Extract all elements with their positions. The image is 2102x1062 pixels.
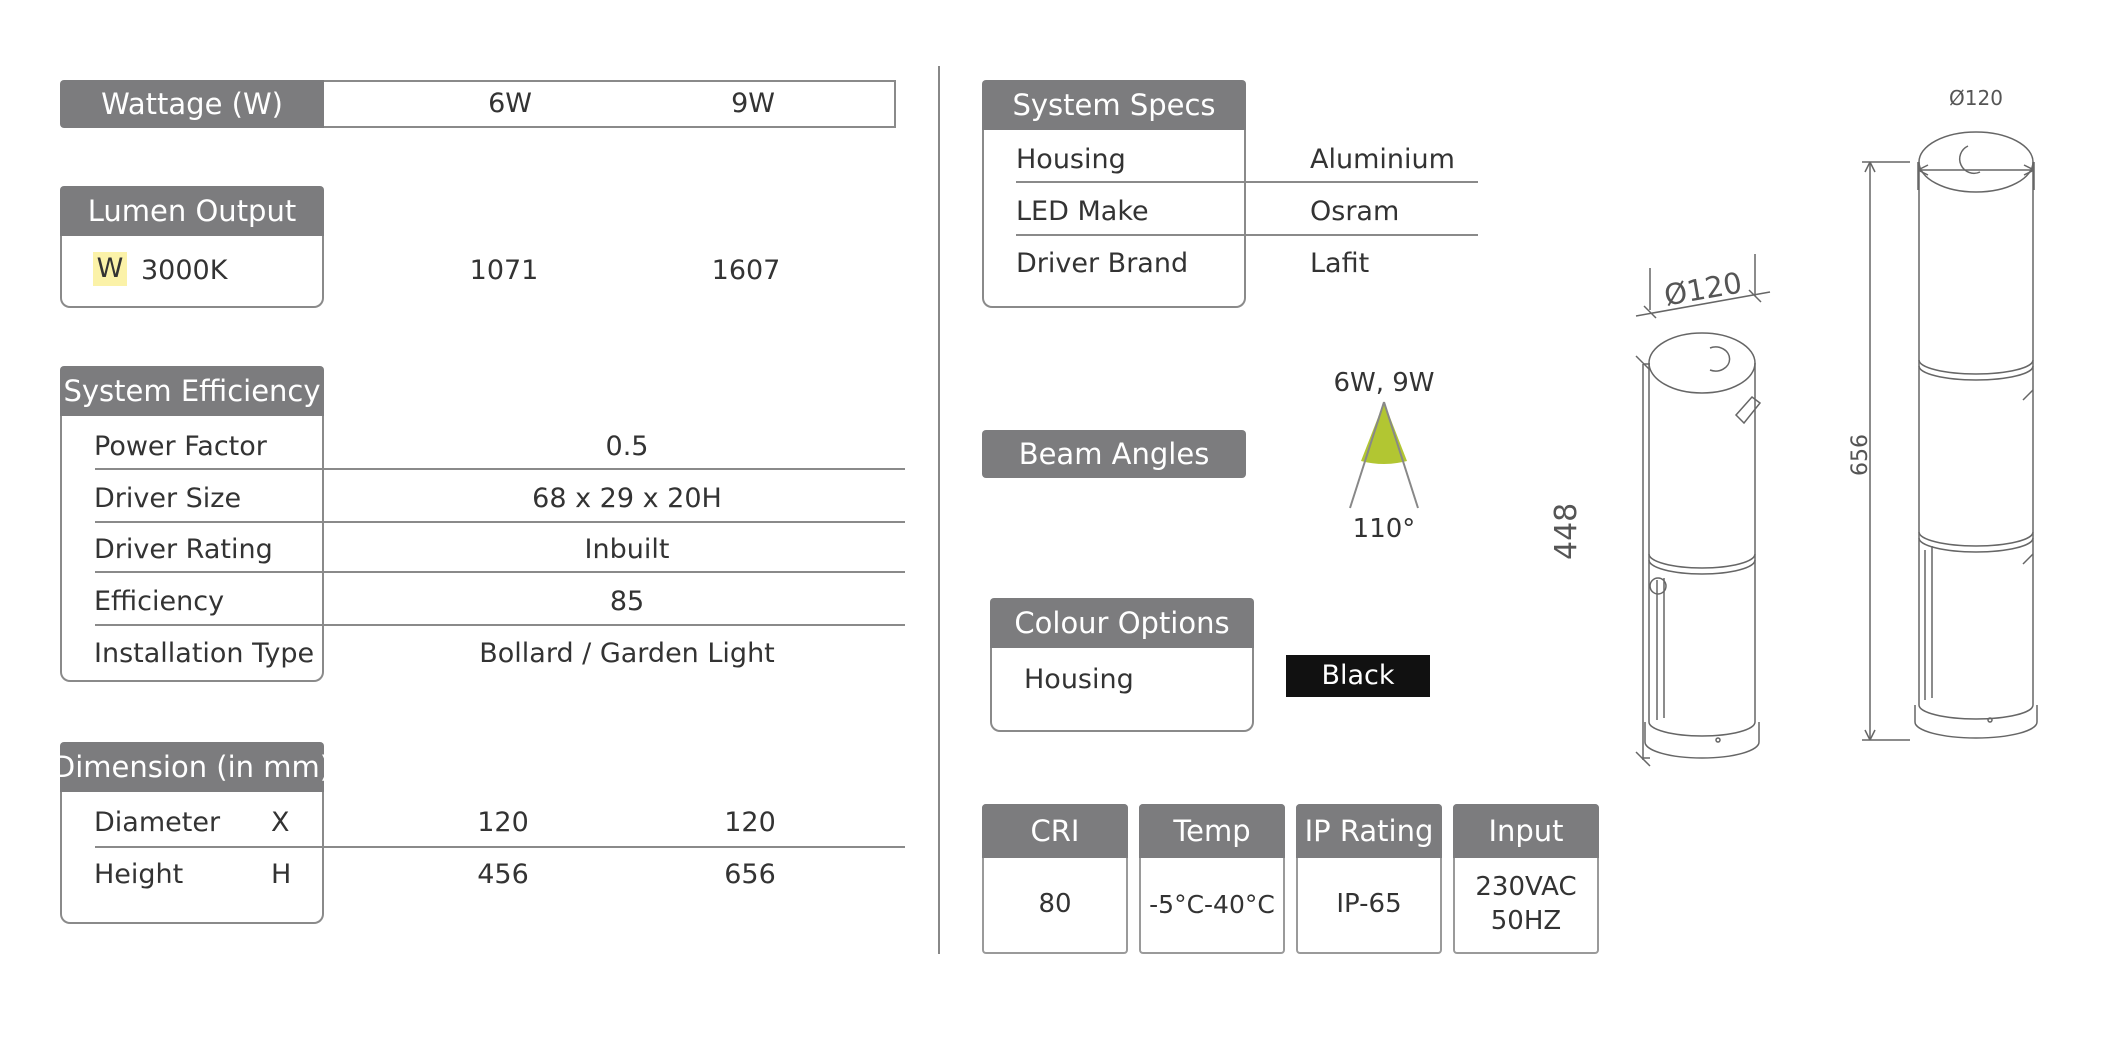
colour-housing-label: Housing [1024,664,1134,695]
dimension-symbol-h: H [271,859,292,890]
efficiency-label-driver-rating: Driver Rating [94,534,273,565]
large-diameter-label: Ø120 [1949,86,2003,110]
spec-card-input: Input 230VAC 50HZ [1453,804,1599,954]
row-divider [1016,181,1478,183]
spec-card-input-value: 230VAC 50HZ [1455,858,1597,952]
row-divider [95,468,905,470]
dimension-label-height: Height [94,859,184,890]
wattage-header: Wattage (W) [60,80,324,128]
dimension-height-6w: 456 [477,859,529,890]
efficiency-box [60,416,324,682]
small-height-label: 448 [1549,502,1584,560]
colour-options-box [990,648,1254,732]
column-separator [938,66,940,954]
specs-label-led-make: LED Make [1016,196,1149,227]
row-divider [95,571,905,573]
dimension-box [60,792,324,924]
large-bollard [1862,131,2038,741]
specs-label-driver-brand: Driver Brand [1016,248,1189,279]
lumen-9w: 1607 [711,255,781,286]
specs-value-housing: Aluminium [1310,144,1455,175]
efficiency-label-installation: Installation Type [94,638,315,669]
spec-card-input-title: Input [1453,804,1599,858]
beam-angles-header: Beam Angles [982,430,1246,478]
spec-card-temp-title: Temp [1139,804,1285,858]
dimension-diameter-9w: 120 [724,807,776,838]
row-divider [1016,234,1478,236]
efficiency-value-efficiency: 85 [609,586,645,617]
small-bollard [1635,254,1771,767]
spec-card-input-line1: 230VAC [1475,872,1577,903]
row-divider [95,521,905,523]
efficiency-value-installation: Bollard / Garden Light [479,638,775,669]
beam-angle-value: 110° [1352,514,1416,544]
spec-card-temp-value: -5°C-40°C [1149,889,1275,919]
lumen-box [60,236,324,308]
spec-card-ip-value: IP-65 [1336,889,1402,920]
efficiency-label-power-factor: Power Factor [94,431,267,462]
dimension-symbol-x: X [271,807,290,838]
specs-label-housing: Housing [1016,144,1126,175]
lumen-cct-label: 3000K [141,255,228,286]
dimension-height-9w: 656 [724,859,776,890]
wattage-value-box [324,80,896,128]
lumen-badge: W [93,252,127,286]
efficiency-value-driver-size: 68 x 29 x 20H [532,483,722,514]
spec-card-cri-title: CRI [982,804,1128,858]
row-divider [95,624,905,626]
lumen-header: Lumen Output [60,186,324,236]
spec-card-cri-value: 80 [1038,889,1072,920]
colour-options-header: Colour Options [990,598,1254,648]
dimension-header: Dimension (in mm) [53,742,331,792]
spec-card-ip-title: IP Rating [1296,804,1442,858]
spec-card-cri: CRI 80 [982,804,1128,954]
spec-card-temp: Temp -5°C-40°C [1139,804,1285,954]
specs-value-driver-brand: Lafit [1310,248,1370,279]
efficiency-value-power-factor: 0.5 [605,431,649,462]
colour-swatch-black: Black [1286,655,1430,697]
spec-card-input-line2: 50HZ [1490,906,1562,936]
efficiency-label-driver-size: Driver Size [94,483,242,514]
efficiency-label-efficiency: Efficiency [94,586,225,617]
bollard-drawing [1635,131,2038,767]
system-specs-box [982,130,1246,308]
efficiency-value-driver-rating: Inbuilt [584,534,670,565]
beam-wattage-label: 6W, 9W [1333,368,1435,398]
spec-card-ip-rating: IP Rating IP-65 [1296,804,1442,954]
efficiency-header: System Efficiency [60,366,324,416]
wattage-9w: 9W [731,88,775,119]
beam-angle-icon [1349,401,1419,509]
specs-value-led-make: Osram [1310,196,1400,227]
wattage-6w: 6W [488,88,532,119]
row-divider [95,846,905,848]
dimension-diameter-6w: 120 [477,807,529,838]
system-specs-header: System Specs [982,80,1246,130]
large-height-label: 656 [1848,434,1873,476]
lumen-6w: 1071 [469,255,539,286]
dimension-label-diameter: Diameter [94,807,221,838]
